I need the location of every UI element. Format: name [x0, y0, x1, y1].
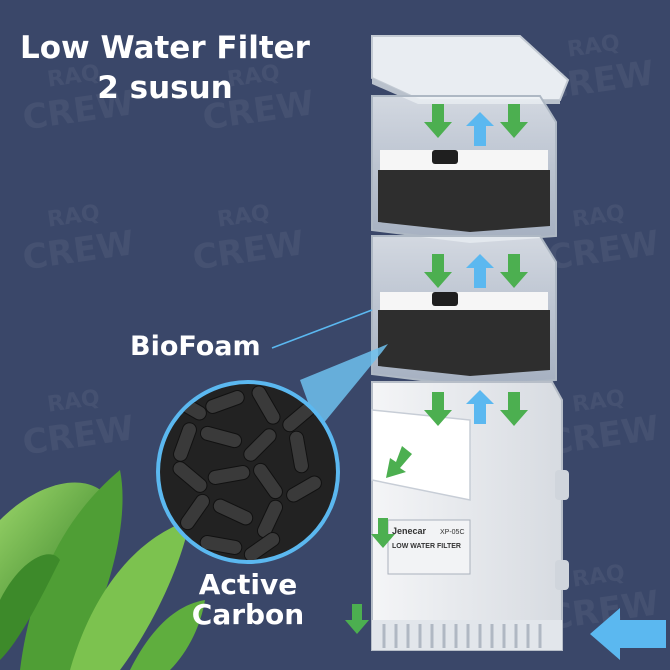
biofoam-pointer	[271, 309, 373, 349]
biofoam-label: BioFoam	[130, 331, 261, 362]
carbon-label-line-2: Carbon	[191, 598, 305, 631]
device-model: XP-05C	[440, 529, 465, 536]
active-carbon-label: Active Carbon	[178, 570, 318, 630]
filter-base	[371, 381, 569, 651]
carbon-label-line-1: Active	[198, 568, 298, 601]
plant-leaves	[0, 470, 205, 670]
flow-up-arrows	[466, 112, 494, 424]
title-line-2: 2 susun	[97, 70, 233, 106]
title-line-1: Low Water Filter	[20, 30, 310, 66]
device-name: LOW WATER FILTER	[392, 543, 461, 550]
filter-tray-upper	[371, 95, 557, 244]
water-inflow-arrow	[590, 608, 666, 660]
device-brand: Jenecar	[392, 526, 427, 536]
filter-lid	[371, 35, 570, 104]
carbon-pointer	[300, 344, 388, 430]
filter-tray-middle	[371, 235, 557, 388]
page-title: Low Water Filter 2 susun	[10, 28, 320, 108]
activated-carbon-closeup	[156, 380, 340, 564]
flow-down-arrows	[345, 104, 528, 634]
